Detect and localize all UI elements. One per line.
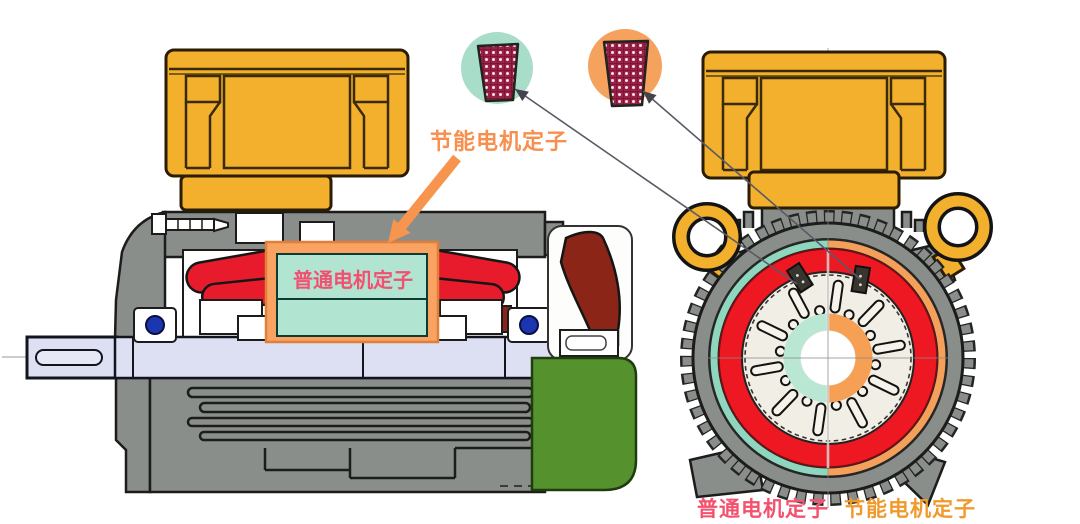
ordinary-slot-shape	[476, 42, 520, 103]
callout-line-ordinary	[514, 88, 798, 285]
bolt	[151, 213, 229, 235]
energy-saving-slot-shape	[602, 39, 650, 108]
terminal-box-left	[164, 48, 410, 178]
finned-frame	[148, 376, 547, 494]
terminal-box-right	[701, 50, 947, 180]
bearing-left	[133, 307, 177, 343]
label-bottom-energy-saving: 节能电机定子	[844, 498, 976, 521]
bearing-right	[507, 307, 551, 343]
callout-line-energy-saving	[642, 90, 861, 280]
lifting-eye-right	[923, 192, 993, 262]
label-ordinary-stator-box: 普通电机定子	[293, 270, 413, 292]
label-bottom-ordinary: 普通电机定子	[697, 498, 829, 521]
motor-side-view	[2, 48, 638, 494]
label-energy-saving-stator: 节能电机定子	[430, 129, 569, 154]
energy-saving-arrow	[388, 154, 461, 243]
slot-callout-energy-saving	[588, 29, 662, 108]
wedge-ordinary	[785, 261, 815, 294]
slot-callout-ordinary	[461, 32, 533, 104]
fan-cover	[530, 356, 638, 492]
rotor-slots	[750, 279, 906, 437]
keyway	[35, 349, 103, 366]
ordinary-stator-box	[276, 253, 428, 337]
wedge-energy-saving	[850, 264, 872, 295]
lifting-eye-left	[672, 202, 742, 272]
fan-blade	[559, 230, 621, 347]
motor-front-view	[672, 48, 993, 508]
